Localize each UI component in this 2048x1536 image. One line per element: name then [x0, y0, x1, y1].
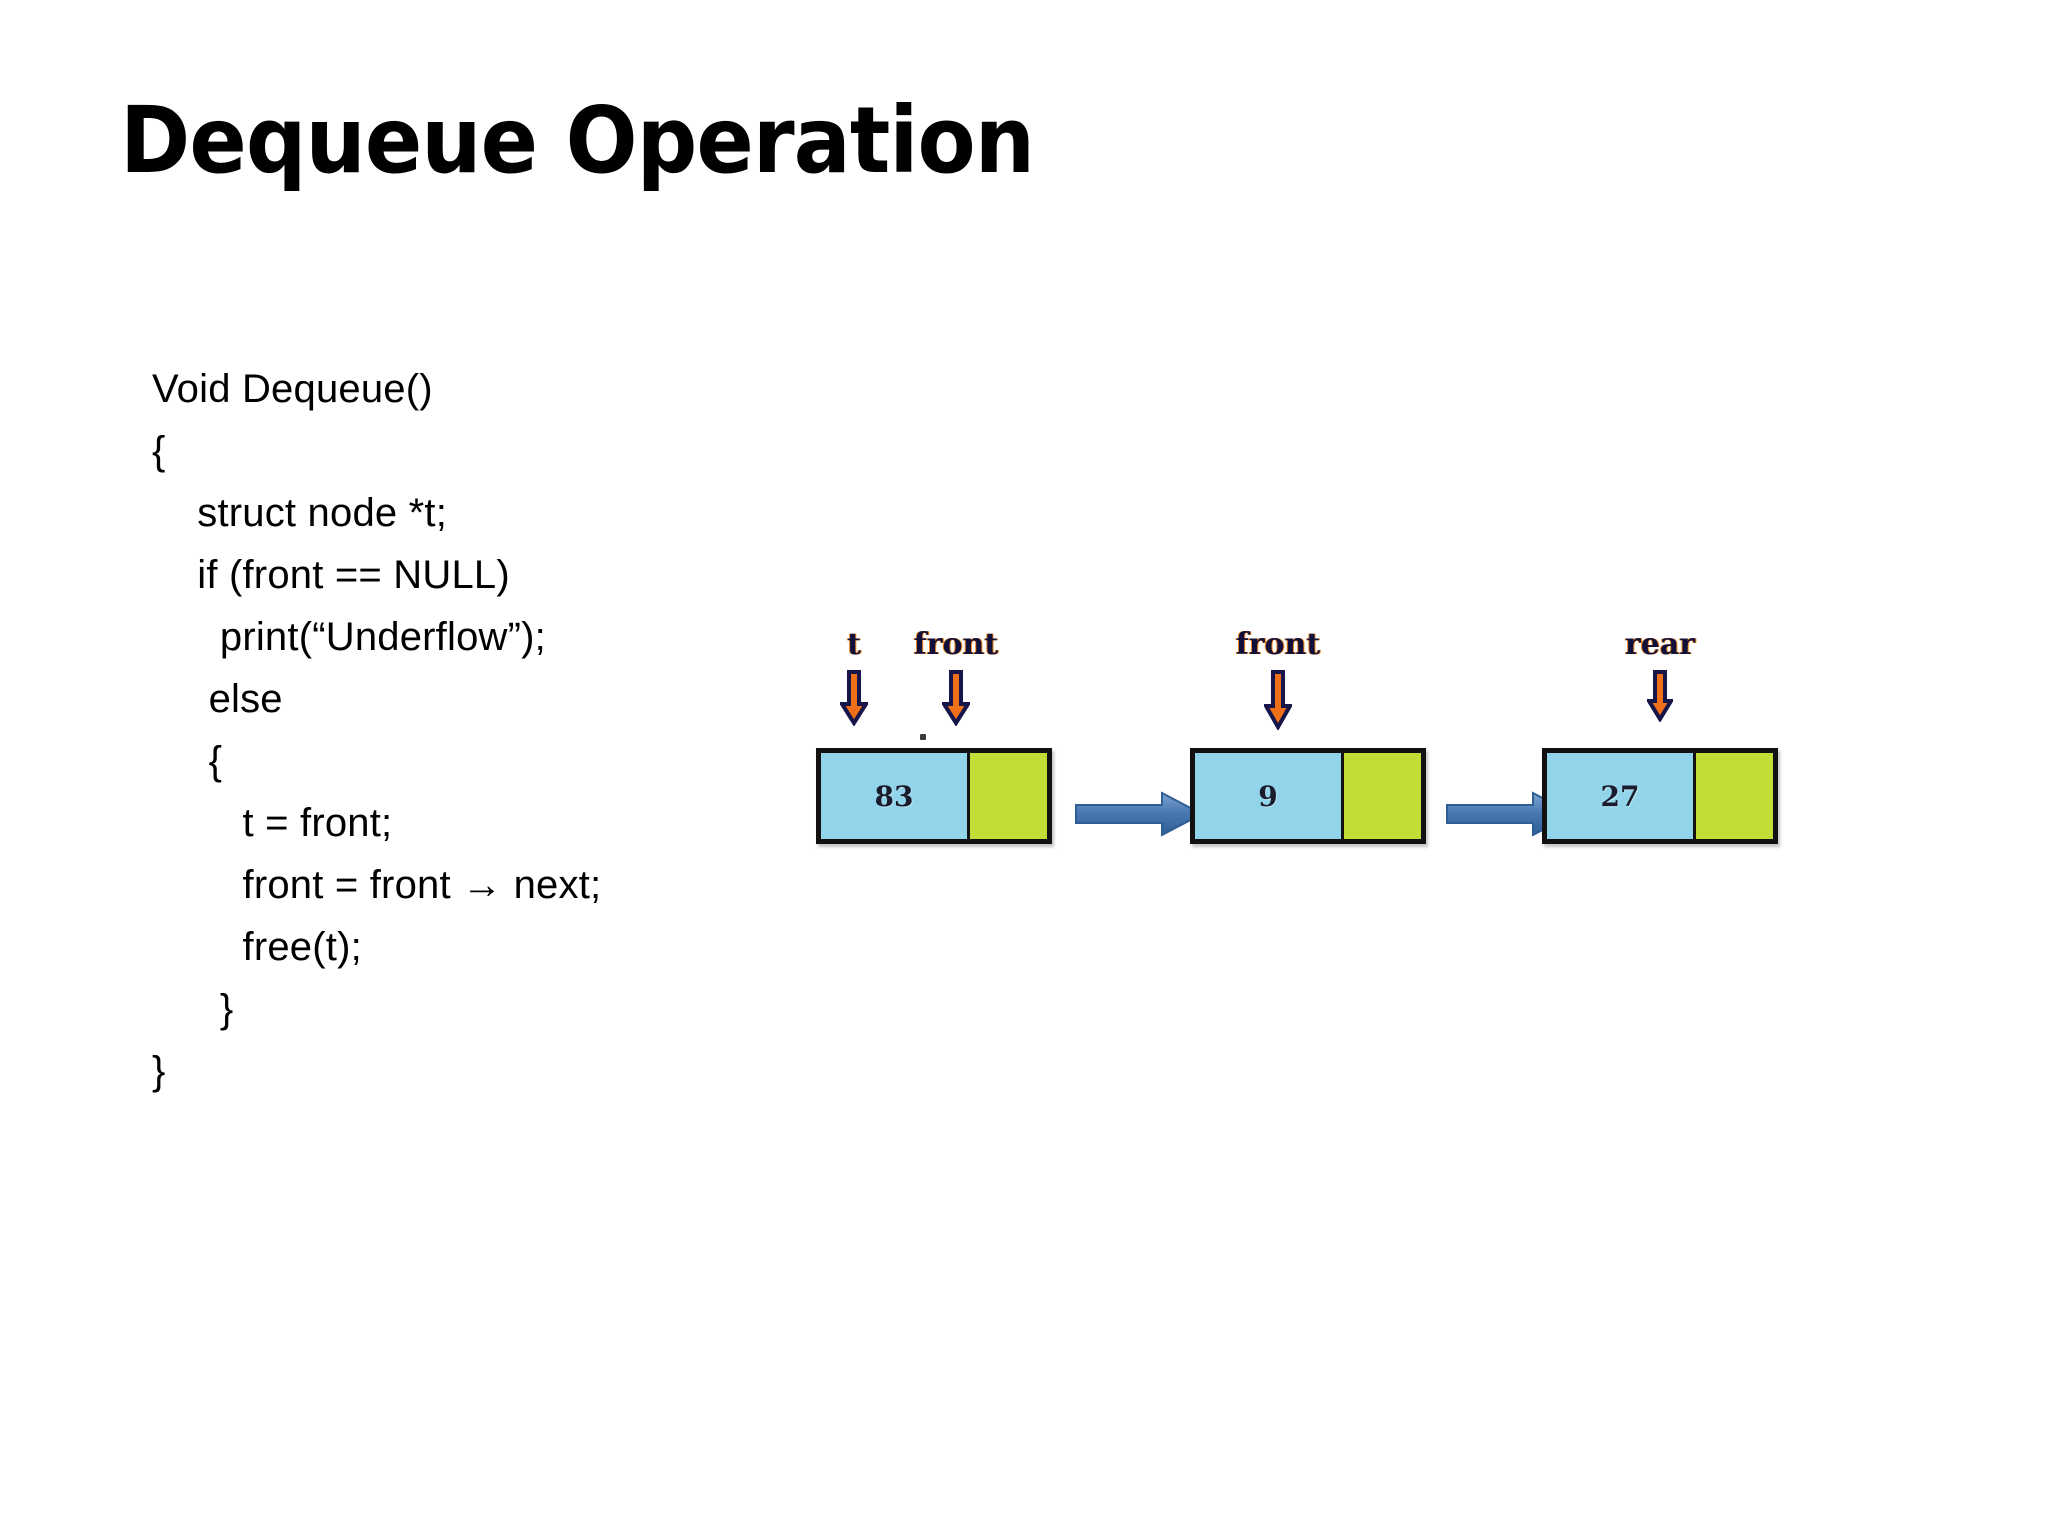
linked-list-diagram: t front 83 front — [800, 630, 1860, 890]
list-node: 9 — [1190, 748, 1426, 844]
down-arrow-icon — [1264, 670, 1292, 730]
code-line: free(t); — [152, 925, 362, 969]
list-node: 83 — [816, 748, 1052, 844]
connector-arrow — [1075, 791, 1205, 837]
stray-dot — [920, 734, 926, 740]
node-next-pointer-cell — [1696, 753, 1773, 839]
code-line: { — [152, 739, 223, 783]
pointer-front-node1: front — [886, 630, 1026, 726]
code-line: if (front == NULL) — [152, 553, 510, 597]
node-value: 83 — [821, 753, 970, 839]
code-line: else — [152, 677, 283, 721]
pointer-front-node2: front — [1208, 630, 1348, 730]
node-box: 9 — [1190, 748, 1426, 844]
code-line: } — [152, 987, 234, 1031]
code-line: front = front → next; — [152, 863, 602, 907]
node-next-pointer-cell — [970, 753, 1047, 839]
node-box: 27 — [1542, 748, 1778, 844]
down-arrow-icon — [1647, 670, 1673, 722]
list-node: 27 — [1542, 748, 1778, 844]
code-line: struct node *t; — [152, 491, 448, 535]
down-arrow-icon — [840, 670, 868, 726]
down-arrow-icon — [942, 670, 970, 726]
pointer-label: rear — [1624, 627, 1696, 662]
pointer-label: front — [913, 627, 999, 662]
code-line: Void Dequeue() — [152, 367, 433, 411]
node-box: 83 — [816, 748, 1052, 844]
code-block: Void Dequeue() { struct node *t; if (fro… — [152, 358, 852, 1102]
code-line: } — [152, 1049, 166, 1093]
pointer-rear: rear — [1590, 630, 1730, 722]
pointer-t: t — [824, 630, 884, 726]
code-line: { — [152, 429, 166, 473]
page-title: Dequeue Operation — [120, 87, 1035, 194]
code-line: t = front; — [152, 801, 393, 845]
pointer-label: front — [1235, 627, 1321, 662]
node-value: 27 — [1547, 753, 1696, 839]
node-next-pointer-cell — [1344, 753, 1421, 839]
node-value: 9 — [1195, 753, 1344, 839]
pointer-label: t — [847, 627, 861, 662]
code-line: print(“Underflow”); — [152, 615, 546, 659]
